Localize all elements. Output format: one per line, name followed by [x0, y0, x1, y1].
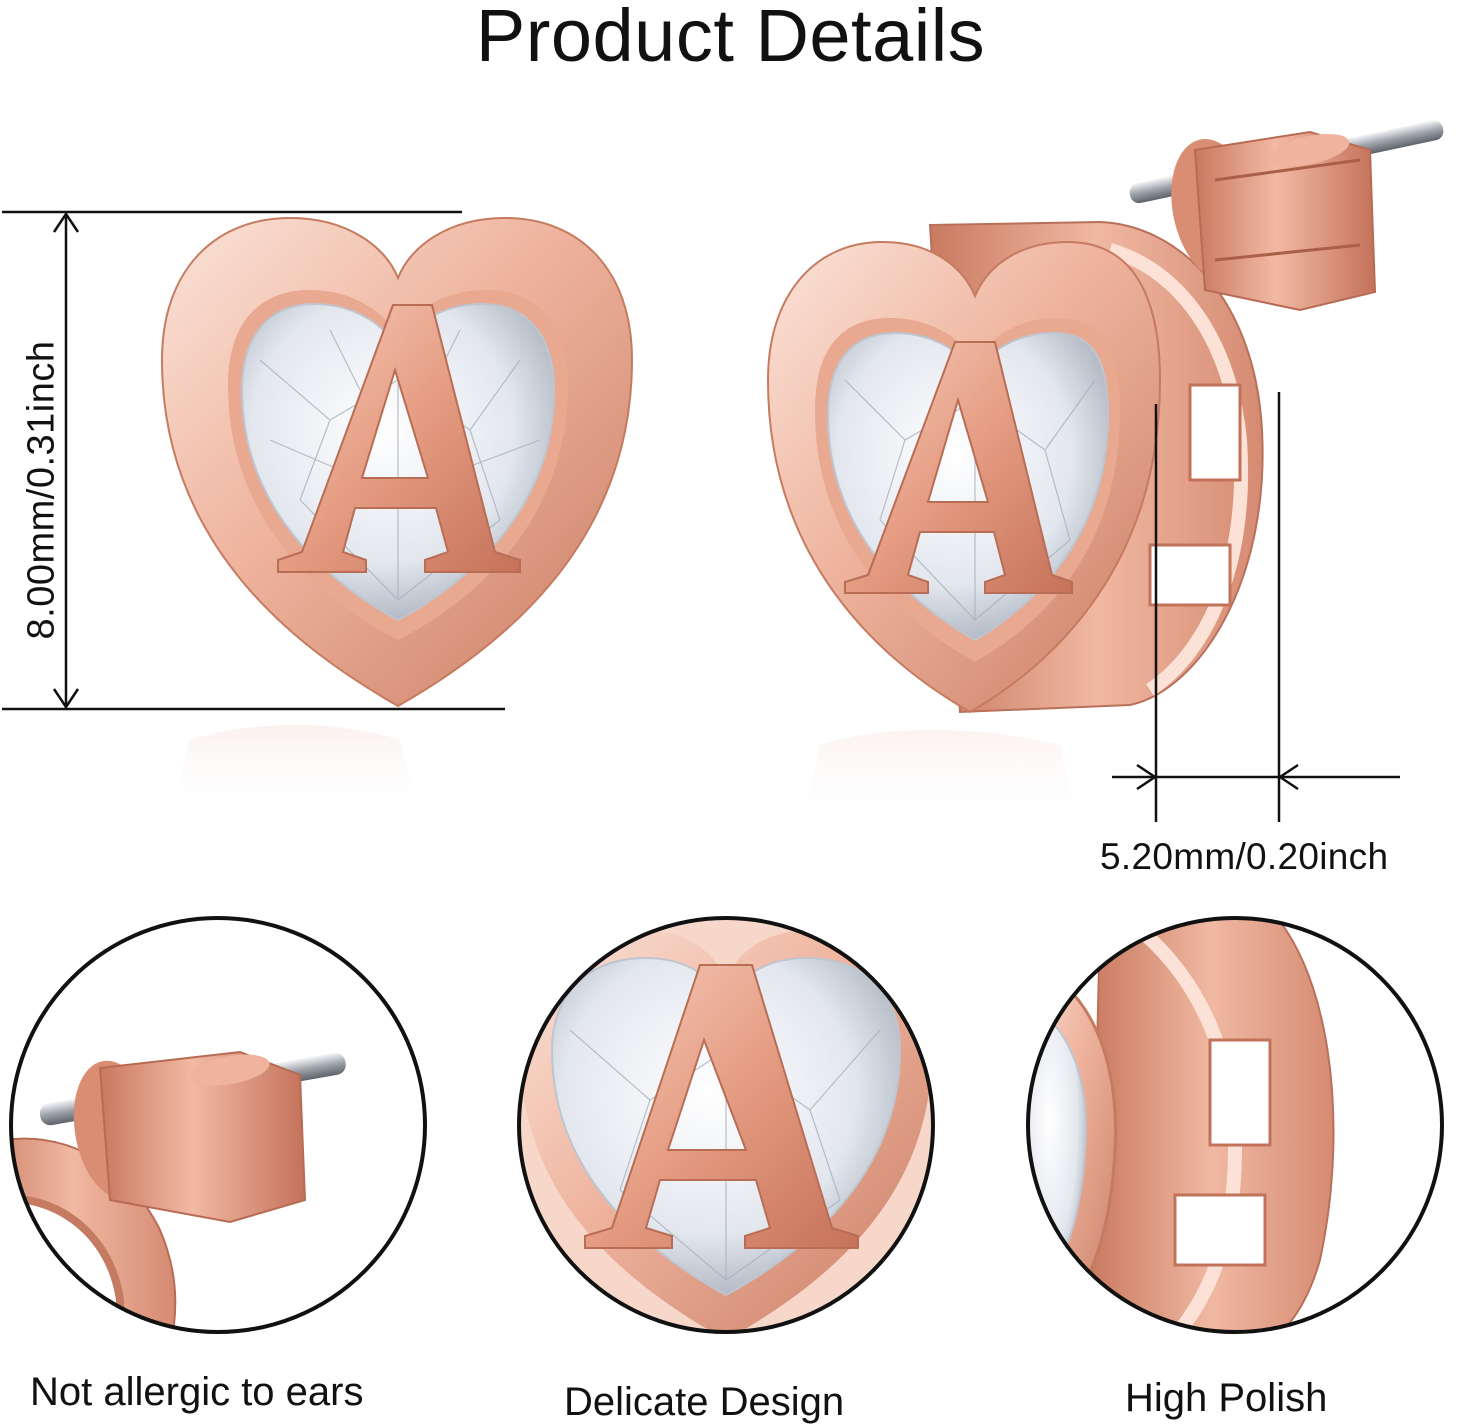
earring-side-view	[766, 120, 1444, 830]
height-dimension-label: 8.00mm/0.31inch	[20, 340, 63, 640]
detail-circle-side	[1026, 916, 1444, 1334]
detail-circle-front	[517, 916, 935, 1334]
feature-caption-hypoallergenic: Not allergic to ears	[30, 1370, 364, 1414]
page-title: Product Details	[475, 0, 986, 77]
feature-caption-design: Delicate Design	[564, 1380, 845, 1424]
detail-circle-back	[9, 916, 427, 1334]
height-dimension-lines	[2, 210, 505, 711]
width-dimension-label: 5.20mm/0.20inch	[1100, 836, 1389, 877]
width-dimension-lines	[1112, 392, 1400, 822]
feature-caption-polish: High Polish	[1125, 1376, 1328, 1420]
initial-letter	[277, 304, 521, 573]
earring-front-view	[160, 216, 634, 820]
